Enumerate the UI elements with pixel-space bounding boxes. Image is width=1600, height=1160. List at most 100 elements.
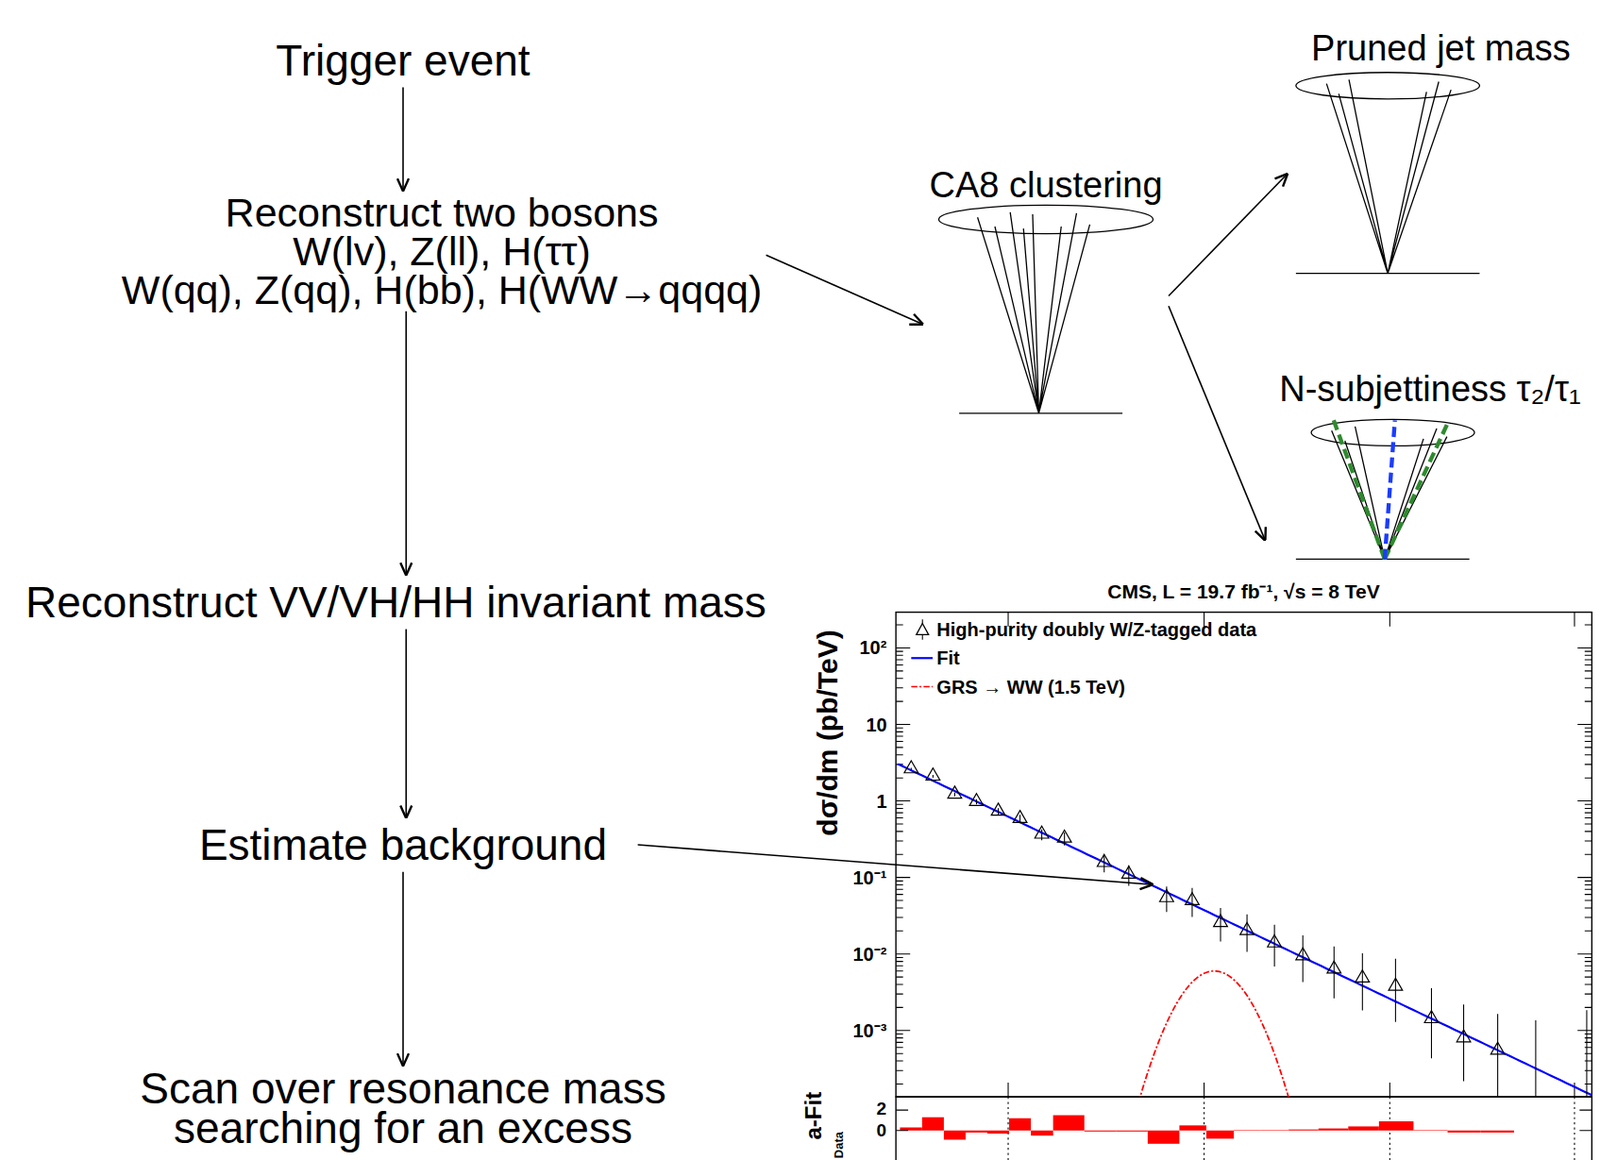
pull-bar <box>1030 1130 1054 1136</box>
axis-tick <box>895 893 1592 895</box>
step-node: Reconstruct two bosonsW(lv), Z(ll), H(ττ… <box>117 191 767 312</box>
tick-label: 1 <box>875 791 888 812</box>
axis-tick <box>895 854 1592 856</box>
step-node: Estimate background <box>194 818 611 873</box>
data-point <box>1424 1010 1439 1024</box>
tick-label: 10 <box>864 714 888 736</box>
subjet-axis <box>1333 420 1449 559</box>
legend-fit-line <box>910 656 933 659</box>
data-point <box>1160 889 1175 902</box>
axis-tick <box>895 736 1592 738</box>
axis-tick <box>895 1053 1592 1055</box>
axis-tick <box>895 651 1592 653</box>
legend-text: High-purity doubly W/Z-tagged data <box>936 619 1257 640</box>
axis-tick <box>895 884 1592 886</box>
data-point <box>1490 1042 1505 1055</box>
pull-bar <box>1261 1129 1290 1132</box>
data-point <box>1327 960 1342 974</box>
data-point <box>1057 829 1072 843</box>
axis-tick <box>895 777 1592 779</box>
jet-particles <box>977 212 1091 414</box>
axis-tick <box>895 746 1592 748</box>
tick-label: 2 <box>875 1099 888 1120</box>
pull-bar <box>1288 1129 1319 1131</box>
leader-arrow <box>638 844 1154 885</box>
step-text: W(qq), Z(qq), H(bb), H(WW→qqqq) <box>121 270 763 310</box>
data-point <box>1213 914 1229 927</box>
data-point <box>1456 1029 1471 1043</box>
axis-tick <box>895 970 1592 972</box>
axis-tick <box>895 804 1592 806</box>
illustration-node: CA8 clustering <box>923 165 1169 417</box>
tick-label: 10⁻¹ <box>851 867 888 889</box>
pull-bar <box>965 1130 988 1133</box>
axis-tick <box>895 957 1592 959</box>
axis-tick <box>895 1042 1592 1044</box>
axis-tick <box>895 880 1592 882</box>
error-bar <box>1302 935 1304 982</box>
axis-tick <box>895 724 1592 725</box>
pull-bar <box>1206 1130 1234 1140</box>
pull-bar <box>1481 1130 1515 1133</box>
data-point <box>969 793 984 807</box>
step-text: Reconstruct two bosons <box>121 193 763 233</box>
axis-tick <box>895 1033 1592 1035</box>
axis-tick <box>895 830 1592 832</box>
axis-tick <box>895 965 1592 967</box>
axis-tick <box>895 741 1592 742</box>
data-point <box>1240 922 1255 935</box>
method-label: CA8 clustering <box>926 167 1165 205</box>
tick-label: 10⁻² <box>851 943 888 965</box>
axis-tick <box>895 823 1592 825</box>
grid-line <box>1007 1096 1009 1160</box>
method-label: Pruned jet mass <box>1291 30 1590 68</box>
error-bar <box>1246 914 1248 953</box>
axis-tick <box>895 953 1592 955</box>
data-point <box>1185 892 1200 906</box>
main-plot <box>895 612 1592 1097</box>
axis-tick <box>895 840 1592 842</box>
axis-tick <box>895 1046 1592 1048</box>
step-node: Scan over resonance mass searching for a… <box>101 1066 706 1150</box>
data-point <box>1388 977 1403 991</box>
axis-tick <box>895 1070 1592 1072</box>
axis-tick <box>895 983 1592 985</box>
pull-bar <box>943 1130 966 1141</box>
pull-bar <box>922 1117 944 1131</box>
axis-tick <box>895 1110 1592 1112</box>
legend-text: Fit <box>936 647 960 669</box>
error-bar <box>1463 1004 1465 1081</box>
axis-tick <box>895 917 1592 919</box>
axis-tick <box>895 754 1592 756</box>
illustration-node: Pruned jet mass <box>1287 28 1594 277</box>
pull-bar <box>1347 1126 1380 1130</box>
legend-samples <box>910 619 933 687</box>
cone-ellipse <box>939 204 1154 234</box>
scaled-art <box>638 72 1593 1160</box>
step-text: Scan over resonance mass searching for a… <box>104 1068 702 1148</box>
plot-frame <box>895 612 1592 1160</box>
pull-bar <box>1178 1125 1207 1130</box>
axis-tick <box>895 1083 1592 1085</box>
axis-tick <box>895 1037 1592 1039</box>
axis-tick <box>895 1007 1592 1009</box>
flow-arrow <box>402 87 405 192</box>
axis-tick <box>895 727 1592 729</box>
pull-bar <box>1448 1130 1482 1133</box>
axis-tick <box>895 658 1592 660</box>
data-point <box>1121 866 1136 879</box>
pull-bar <box>1009 1118 1031 1131</box>
error-bar <box>1103 855 1105 874</box>
grid-line <box>1573 1096 1575 1160</box>
axis-title: Data <box>832 1130 846 1160</box>
error-bar <box>910 768 912 771</box>
axis-tick <box>895 808 1592 809</box>
cone-ellipse <box>1296 72 1481 100</box>
axis-tick <box>895 1129 1592 1131</box>
error-bar <box>1219 908 1221 942</box>
step-text: Reconstruct VV/VH/HH invariant mass <box>25 577 767 628</box>
axis-tick <box>895 763 1592 765</box>
axis-title: dσ/dm (pb/TeV) <box>810 628 843 837</box>
cone-base <box>959 412 1123 414</box>
axis-tick <box>1203 612 1205 1097</box>
